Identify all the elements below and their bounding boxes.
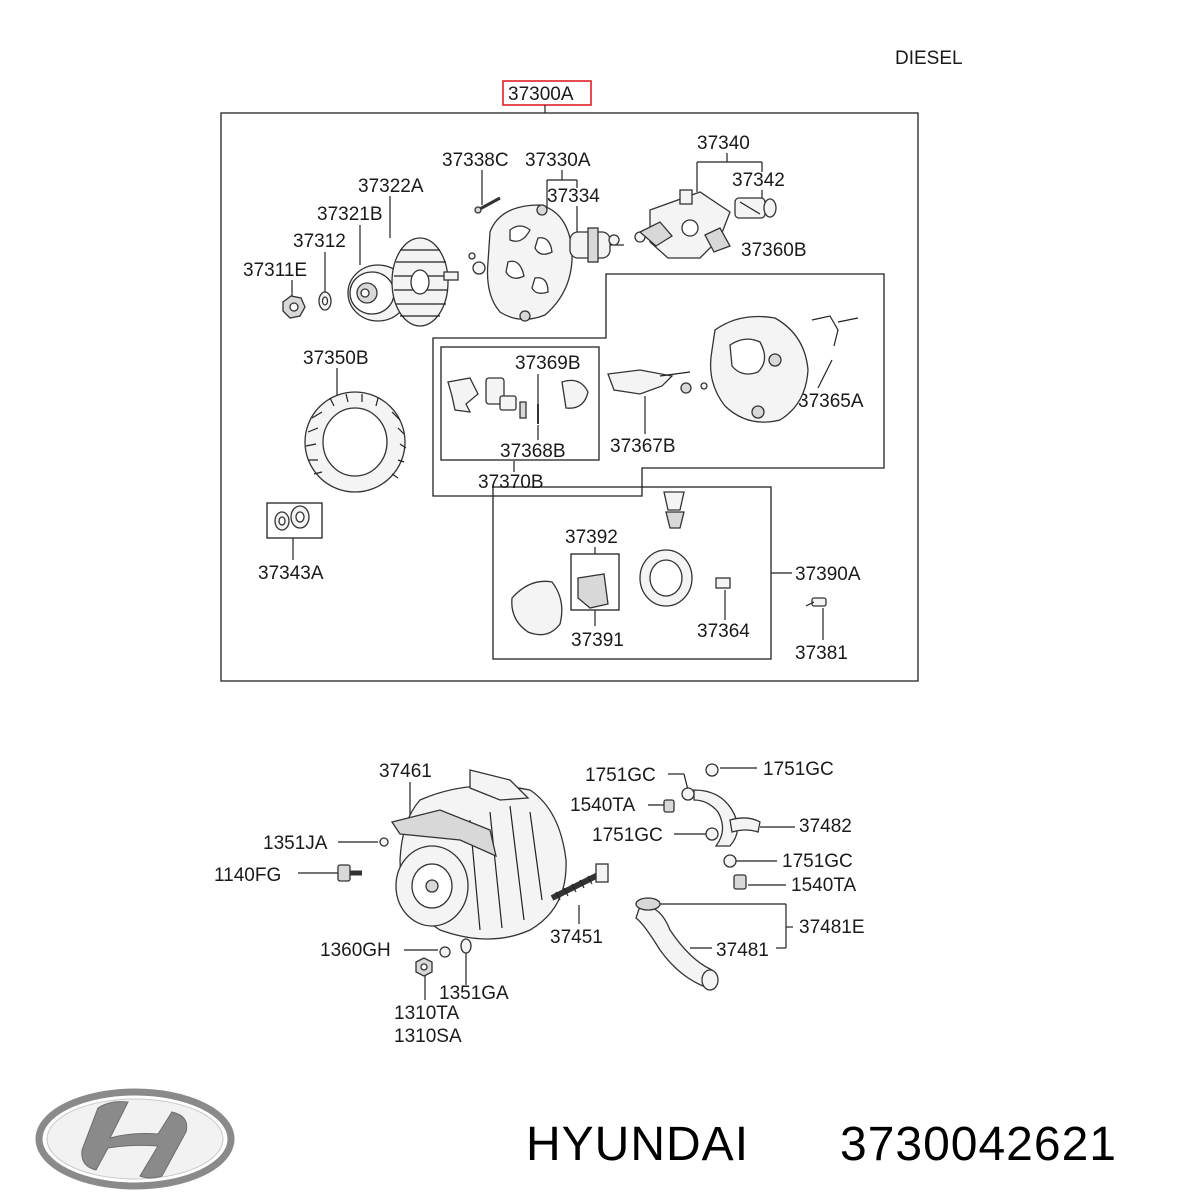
assembly-label[interactable]: 37300A: [508, 84, 574, 105]
part-label-37481e[interactable]: 37481E: [799, 917, 865, 938]
footer-brand: HYUNDAI: [526, 1118, 749, 1171]
part-label-37367b[interactable]: 37367B: [610, 436, 676, 457]
part-label-37390a[interactable]: 37390A: [795, 564, 861, 585]
vacuum-pump-37390a-icon: [511, 491, 731, 636]
part-label-37350b[interactable]: 37350B: [303, 348, 369, 369]
washer-small-icon: [468, 252, 476, 260]
part-label-37381[interactable]: 37381: [795, 643, 848, 664]
part-label-37340[interactable]: 37340: [697, 133, 750, 154]
regulator-37342-icon: [734, 197, 777, 219]
lower-leader-lines: [298, 767, 795, 1000]
part-label-37311e[interactable]: 37311E: [243, 260, 307, 281]
part-label-37330a[interactable]: 37330A: [525, 150, 591, 171]
washer-1351ga-icon: [460, 938, 472, 954]
hyundai-logo-icon: [35, 1088, 235, 1190]
part-label-1540ta-a[interactable]: 1540TA: [570, 795, 635, 816]
footer-part-number: 3730042621: [840, 1118, 1117, 1171]
washer-1360gh-icon: [439, 946, 451, 958]
part-label-37392[interactable]: 37392: [565, 527, 618, 548]
bracket-37367b-icon: [607, 369, 708, 395]
bearing-37343a-icon: [274, 505, 310, 531]
fan-37322a-icon: [391, 237, 459, 327]
part-label-37368b[interactable]: 37368B: [500, 441, 566, 462]
part-label-37365a[interactable]: 37365A: [798, 391, 864, 412]
subassembly-frame-37343a: [266, 502, 323, 539]
bushing-icon: [472, 261, 486, 275]
part-label-37360b[interactable]: 37360B: [741, 240, 807, 261]
subassembly-frame-37360b: [432, 273, 885, 497]
part-label-37391[interactable]: 37391: [571, 630, 624, 651]
bolt-1540ta-b-icon: [733, 874, 747, 890]
part-label-1360gh[interactable]: 1360GH: [320, 940, 391, 961]
bolt-1540ta-a-icon: [663, 799, 675, 813]
screw-37338c-icon: [474, 196, 501, 214]
part-label-37451[interactable]: 37451: [550, 927, 603, 948]
nut-37311e-icon: [282, 295, 306, 319]
stator-37350b-icon: [304, 391, 407, 493]
part-label-1140fg[interactable]: 1140FG: [214, 865, 281, 886]
part-label-1351ga[interactable]: 1351GA: [439, 983, 509, 1004]
rectifier-37340-icon: [638, 189, 731, 259]
assembly-frame: [220, 112, 919, 682]
hose-37482-icon: [693, 789, 761, 847]
part-label-37321b[interactable]: 37321B: [317, 204, 383, 225]
stud-37451-icon: [550, 863, 609, 901]
part-label-37342[interactable]: 37342: [732, 170, 785, 191]
part-label-37370b[interactable]: 37370B: [478, 472, 544, 493]
nut-1310ta-icon: [415, 957, 433, 977]
front-bracket-37330a-icon: [486, 204, 573, 322]
part-label-37481[interactable]: 37481: [716, 940, 769, 961]
part-label-1751gc-c[interactable]: 1751GC: [592, 825, 663, 846]
engine-type-label: DIESEL: [895, 48, 963, 69]
part-label-37461[interactable]: 37461: [379, 761, 432, 782]
part-label-37369b[interactable]: 37369B: [515, 353, 581, 374]
part-label-1310ta[interactable]: 1310TA: [394, 1003, 459, 1024]
part-label-37364[interactable]: 37364: [697, 621, 750, 642]
rotor-37334-icon: [569, 227, 646, 263]
part-label-37334[interactable]: 37334: [547, 186, 600, 207]
assembly-highlight-box: [502, 80, 592, 106]
part-label-37322a[interactable]: 37322A: [358, 176, 424, 197]
upper-leader-lines: [291, 153, 833, 640]
clip-icon: [811, 315, 859, 347]
washer-1751gc-a-icon: [681, 787, 695, 801]
part-label-1751gc-d[interactable]: 1751GC: [782, 851, 853, 872]
part-label-1751gc-b[interactable]: 1751GC: [763, 759, 834, 780]
washer-1351ja-icon: [379, 837, 389, 847]
bolt-37381-icon: [805, 597, 827, 607]
alternator-body-icon: [390, 769, 567, 940]
hose-37481-icon: [635, 897, 719, 991]
part-label-37338c[interactable]: 37338C: [442, 150, 509, 171]
subassembly-frame-37370b: [440, 346, 600, 461]
washer-37312-icon: [318, 291, 332, 311]
washer-1751gc-c-icon: [705, 827, 719, 841]
part-label-37343a[interactable]: 37343A: [258, 563, 324, 584]
part-label-1540ta-b[interactable]: 1540TA: [791, 875, 856, 896]
bolt-1140fg-icon: [337, 864, 362, 882]
part-label-1310sa[interactable]: 1310SA: [394, 1026, 462, 1047]
part-label-37312[interactable]: 37312: [293, 231, 346, 252]
brush-holder-37370b-icon: [447, 377, 589, 424]
part-label-37482[interactable]: 37482: [799, 816, 852, 837]
part-label-1351ja[interactable]: 1351JA: [263, 833, 328, 854]
part-label-1751gc-a[interactable]: 1751GC: [585, 765, 656, 786]
washer-1751gc-d-icon: [723, 854, 737, 868]
washer-1751gc-b-icon: [705, 763, 719, 777]
rear-housing-37365a-icon: [709, 315, 809, 423]
